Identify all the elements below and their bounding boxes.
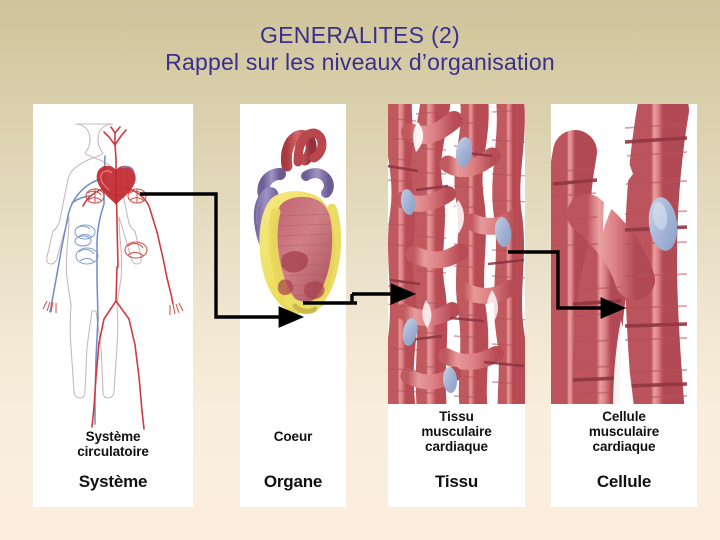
panel-organ[interactable]: Coeur Organe xyxy=(240,104,346,507)
panel-cell-caption-bottom: Cellule xyxy=(596,472,652,491)
heart-in-body-figure xyxy=(96,165,136,205)
panel-cell-caption-line-3: cardiaque xyxy=(592,439,656,455)
panel-tissue-caption-line-1: Tissu xyxy=(439,409,474,424)
panel-system-caption-line-2: circulatoire xyxy=(77,444,149,460)
panel-organ-caption-line-1: Coeur xyxy=(273,429,313,444)
panel-system-caption-top: Système circulatoire xyxy=(33,429,193,459)
title-line-1: GENERALITES (2) xyxy=(259,22,461,48)
human-circulatory-system-illustration xyxy=(42,123,184,430)
panel-tissue-caption-top: Tissu musculaire cardiaque xyxy=(388,409,525,454)
panel-cell[interactable]: Cellule musculaire cardiaque Cellule xyxy=(551,104,697,507)
panel-cell-caption-top: Cellule musculaire cardiaque xyxy=(551,409,697,454)
nucleus xyxy=(400,137,512,393)
panel-system-caption-line-1: Système xyxy=(85,429,141,444)
panel-cell-caption-line-2: musculaire xyxy=(588,424,660,440)
panel-cell-caption-line-1: Cellule xyxy=(602,409,646,424)
title-line-2: Rappel sur les niveaux d’organisation xyxy=(165,49,555,76)
panel-system-caption-bottom: Système xyxy=(78,472,148,491)
panel-system[interactable]: Système circulatoire Système xyxy=(33,104,193,507)
panel-tissue-caption-bottom: Tissu xyxy=(434,472,479,491)
cardiac-muscle-cell-illustration xyxy=(551,104,697,404)
slide-title: GENERALITES (2) Rappel sur les niveaux d… xyxy=(0,22,720,76)
panel-tissue-caption-line-3: cardiaque xyxy=(425,439,488,455)
panel-tissue-caption-line-2: musculaire xyxy=(421,424,492,440)
panel-organ-caption-bottom: Organe xyxy=(263,472,323,491)
cardiac-muscle-tissue-illustration xyxy=(388,104,525,404)
panel-organ-caption-top: Coeur xyxy=(240,429,346,444)
panel-tissue[interactable]: Tissu musculaire cardiaque Tissu xyxy=(388,104,525,507)
human-heart-illustration xyxy=(253,128,342,314)
